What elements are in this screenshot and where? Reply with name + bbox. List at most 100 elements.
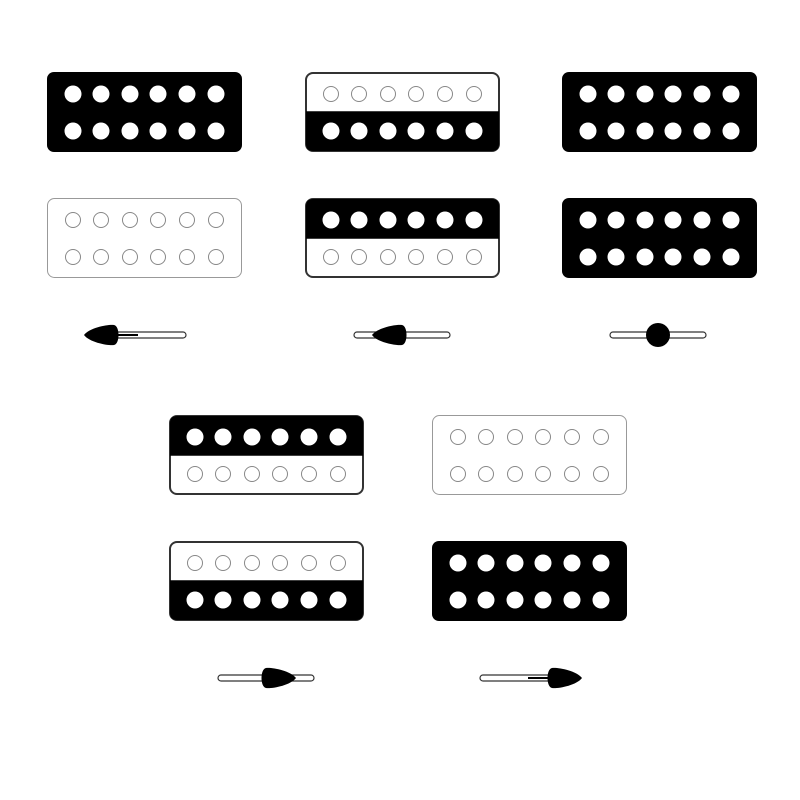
pole-piece [186, 428, 204, 446]
bridge-pickup [562, 198, 757, 278]
pole-piece [149, 85, 167, 103]
pole-piece [465, 122, 483, 140]
pole-piece [535, 429, 551, 445]
selector-position-3 [562, 72, 757, 347]
bridge-pickup [47, 198, 242, 278]
pole-piece [323, 249, 339, 265]
pole-piece [506, 554, 524, 572]
pole-piece [579, 122, 597, 140]
pole-piece [407, 122, 425, 140]
selector-position-2 [305, 72, 500, 346]
pole-piece [300, 428, 318, 446]
lever-right-icon [479, 667, 582, 689]
bridge-pickup-body [562, 198, 757, 278]
pole-piece [664, 248, 682, 266]
pole-piece [323, 86, 339, 102]
pole-piece [722, 122, 740, 140]
pole-piece [592, 554, 610, 572]
neck-pickup-active-coil [306, 112, 499, 151]
bridge-pickup-body [432, 541, 627, 621]
pole-piece [636, 85, 654, 103]
pole-piece [437, 249, 453, 265]
pole-piece [301, 466, 317, 482]
pole-piece [408, 86, 424, 102]
pole-piece [607, 211, 625, 229]
neck-pickup [432, 415, 627, 495]
pole-piece [351, 86, 367, 102]
pole-piece [693, 122, 711, 140]
pole-piece [450, 466, 466, 482]
pole-piece [122, 249, 138, 265]
pole-piece [664, 211, 682, 229]
pole-piece [244, 466, 260, 482]
pole-piece [65, 212, 81, 228]
pole-piece [477, 554, 495, 572]
pole-piece [449, 591, 467, 609]
bridge-pickup-active-coil [306, 199, 499, 238]
pole-piece [563, 554, 581, 572]
pole-piece [592, 591, 610, 609]
pole-piece [579, 248, 597, 266]
pole-piece [329, 591, 347, 609]
pole-piece [407, 211, 425, 229]
pole-piece [693, 85, 711, 103]
pole-piece [187, 466, 203, 482]
bridge-pickup-active-coil [170, 581, 363, 620]
pole-piece [507, 429, 523, 445]
pole-piece [636, 211, 654, 229]
lever-left-icon [84, 324, 187, 346]
pole-piece [380, 249, 396, 265]
lever-right-center-icon [217, 667, 315, 689]
pole-piece [534, 591, 552, 609]
pole-piece [330, 555, 346, 571]
pole-piece [722, 85, 740, 103]
selector-knob [646, 323, 670, 347]
pole-piece [272, 555, 288, 571]
pole-piece [693, 248, 711, 266]
pole-piece [92, 122, 110, 140]
neck-pickup [562, 72, 757, 152]
pole-piece [208, 212, 224, 228]
pole-piece [300, 591, 318, 609]
pole-piece [93, 249, 109, 265]
pole-piece [478, 429, 494, 445]
selector-knob [84, 324, 119, 346]
pole-piece [64, 85, 82, 103]
pole-piece [436, 211, 454, 229]
neck-pickup [169, 415, 364, 495]
pole-piece [207, 85, 225, 103]
pole-piece [150, 249, 166, 265]
pole-piece [271, 428, 289, 446]
pole-piece [178, 122, 196, 140]
pole-piece [579, 211, 597, 229]
selector-knob [372, 324, 407, 346]
pole-piece [322, 211, 340, 229]
pole-piece [507, 466, 523, 482]
neck-pickup [305, 72, 500, 152]
selector-knob [547, 667, 582, 689]
pole-piece [178, 85, 196, 103]
pole-piece [722, 211, 740, 229]
pole-piece [215, 466, 231, 482]
pole-piece [579, 85, 597, 103]
pole-piece [179, 249, 195, 265]
neck-pickup [47, 72, 242, 152]
bridge-pickup-body [47, 198, 242, 278]
pole-piece [93, 212, 109, 228]
neck-pickup-active-coil [170, 416, 363, 455]
neck-pickup-body [47, 72, 242, 152]
selector-position-5 [432, 415, 627, 689]
pole-piece [607, 248, 625, 266]
pole-piece [593, 466, 609, 482]
pole-piece [379, 122, 397, 140]
bridge-pickup [432, 541, 627, 621]
pole-piece [564, 466, 580, 482]
pole-piece [150, 212, 166, 228]
selector-position-1 [47, 72, 242, 346]
pole-piece [664, 85, 682, 103]
pole-piece [636, 248, 654, 266]
pole-piece [121, 122, 139, 140]
pole-piece [478, 466, 494, 482]
pole-piece [121, 85, 139, 103]
